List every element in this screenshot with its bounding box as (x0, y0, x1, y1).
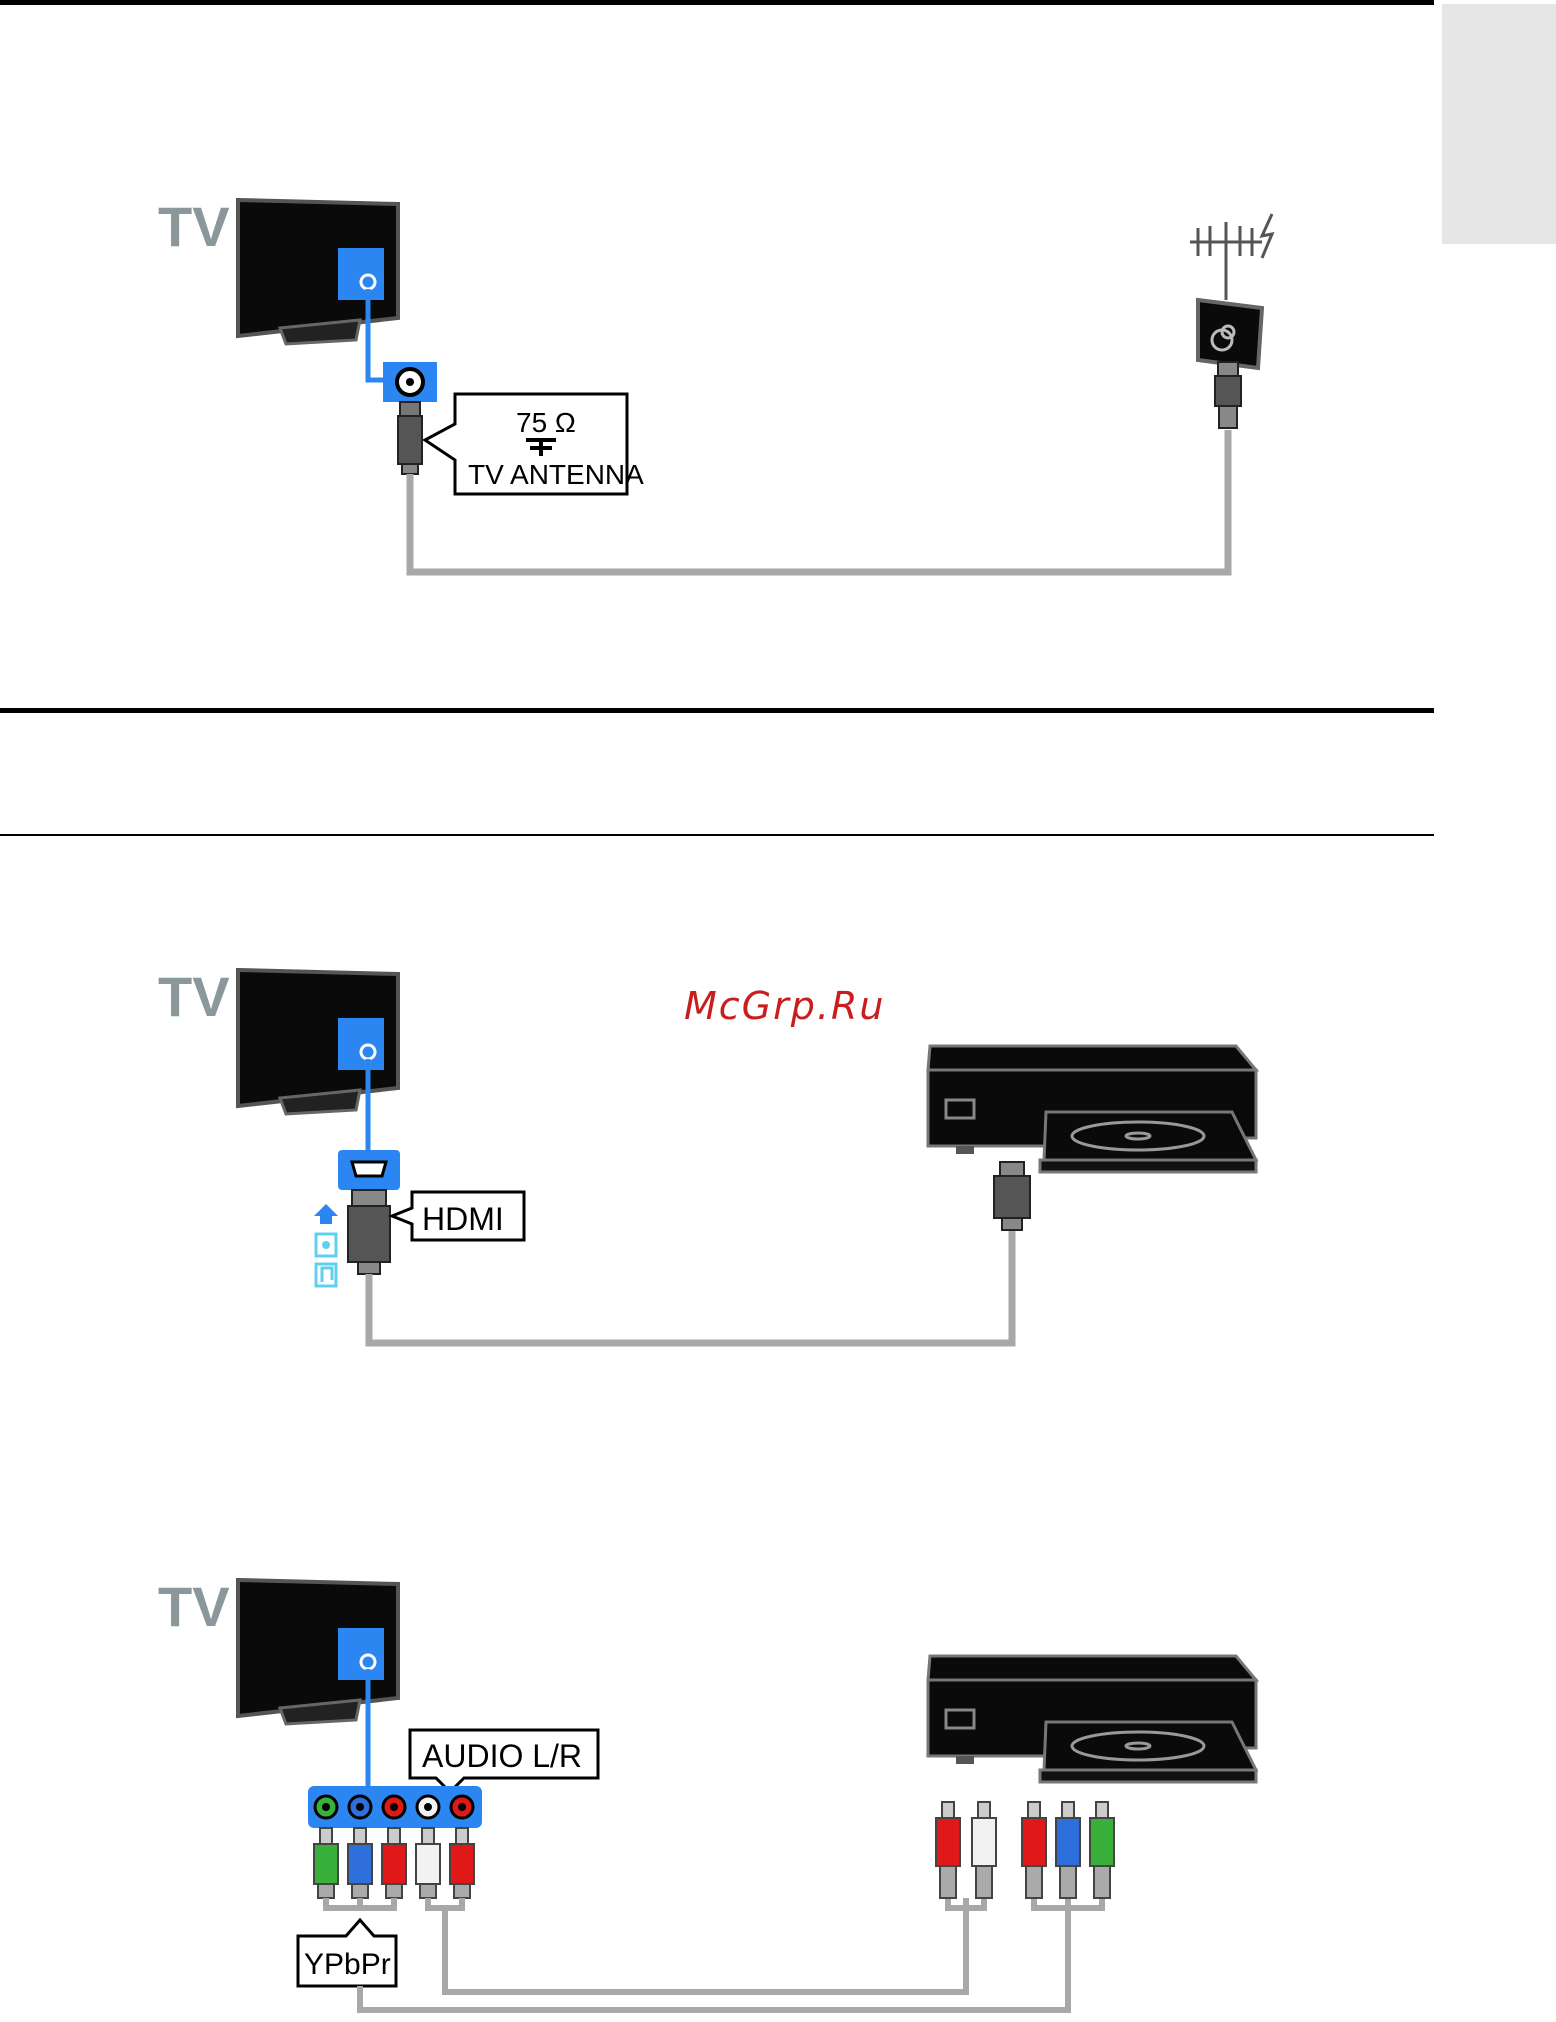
component-jack-strip (308, 1786, 482, 1828)
tv-label: TV (158, 1575, 230, 1638)
hdmi-port (338, 1150, 400, 1190)
dvd-player-icon (928, 1656, 1256, 1782)
coax-plug-tv (398, 402, 422, 474)
page-tab (1442, 4, 1556, 244)
hdmi-label: HDMI (422, 1201, 504, 1237)
hdmi-plug-tv (348, 1190, 390, 1274)
dvd-player-icon (928, 1046, 1256, 1172)
section-rule-thin (0, 834, 1434, 836)
hdmi-feature-icons (314, 1204, 338, 1286)
tv-icon (238, 970, 398, 1114)
tv-icon (238, 1580, 398, 1724)
section-rule-thick (0, 708, 1434, 713)
rca-plugs-tv (314, 1828, 474, 1898)
audio-label: AUDIO L/R (422, 1738, 582, 1774)
component-diagram: TV AUDIO L/R YPbPr (0, 1510, 1434, 2022)
wall-socket (1198, 300, 1262, 368)
video-label-box: YPbPr (298, 1920, 396, 1986)
tv-icon (238, 200, 398, 344)
port-label-antenna: TV ANTENNA (468, 459, 644, 490)
hdmi-diagram: TV HDMI (0, 900, 1434, 1400)
port-label-box: 75 Ω TV ANTENNA (425, 394, 644, 494)
rca-plugs-device (936, 1802, 1114, 1898)
audio-label-box: AUDIO L/R (410, 1730, 598, 1792)
antenna-port (383, 362, 437, 402)
tv-label: TV (158, 195, 230, 258)
hdmi-label-box: HDMI (392, 1192, 524, 1240)
hdmi-plug-device (994, 1162, 1030, 1230)
port-label-ohm: 75 Ω (516, 407, 576, 438)
antenna-icon (1190, 214, 1272, 300)
coax-plug-wall (1215, 362, 1241, 428)
tv-label: TV (158, 965, 230, 1028)
video-label: YPbPr (304, 1948, 391, 1981)
antenna-diagram: TV 75 Ω TV ANTENNA (0, 0, 1434, 700)
